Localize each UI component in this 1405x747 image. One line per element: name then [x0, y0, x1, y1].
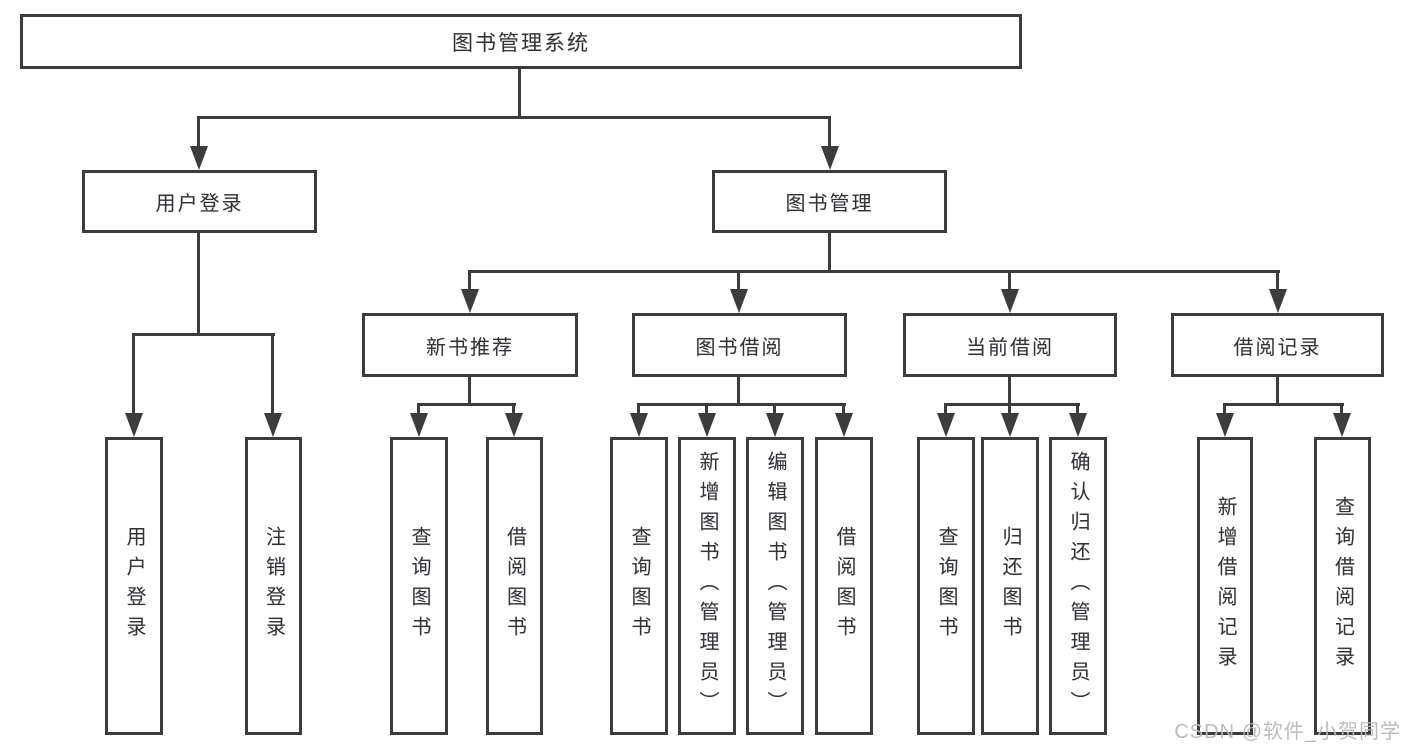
connector-line [512, 403, 515, 415]
connector-line [1276, 270, 1279, 292]
connector-line [828, 233, 831, 273]
leaf-user-login: 用户登录 [105, 437, 163, 735]
connector-line [197, 233, 200, 335]
connector-line [842, 403, 845, 415]
leaf-query-books-borrowing-label: 查询图书 [628, 526, 650, 646]
leaf-query-books-current-label: 查询图书 [935, 526, 957, 646]
connector-line [737, 377, 740, 406]
arrow-down-icon [1001, 289, 1019, 313]
leaf-logout: 注销登录 [245, 437, 302, 735]
connector-line [197, 116, 200, 150]
leaf-edit-books-admin: 编辑图书（管理员） [746, 437, 804, 735]
leaf-add-books-admin: 新增图书（管理员） [678, 437, 736, 735]
leaf-borrow-books-recommend-label: 借阅图书 [503, 526, 526, 646]
connector-line [132, 333, 135, 415]
connector-line [197, 116, 831, 119]
arrow-down-icon [1069, 413, 1087, 437]
node-new-book-recommend-label: 新书推荐 [426, 336, 514, 359]
node-borrowing-records: 借阅记录 [1171, 313, 1384, 377]
arrow-down-icon [1333, 413, 1351, 437]
leaf-confirm-return-admin-label: 确认归还（管理员） [1067, 451, 1089, 721]
leaf-add-borrow-record: 新增借阅记录 [1197, 437, 1253, 735]
connector-line [1340, 403, 1343, 415]
connector-line [637, 403, 846, 406]
arrow-down-icon [461, 289, 479, 313]
connector-line [417, 403, 420, 415]
connector-line [1008, 270, 1011, 292]
leaf-query-books-recommend-label: 查询图书 [408, 526, 430, 646]
connector-line [417, 403, 516, 406]
connector-line [468, 270, 1280, 273]
connector-line [944, 403, 947, 415]
connector-line [518, 69, 521, 118]
arrow-down-icon [766, 413, 784, 437]
leaf-query-borrow-record-label: 查询借阅记录 [1331, 496, 1354, 676]
connector-line [1223, 403, 1226, 415]
leaf-borrow-books: 借阅图书 [815, 437, 873, 735]
leaf-add-borrow-record-label: 新增借阅记录 [1214, 496, 1236, 676]
leaf-query-books-current: 查询图书 [917, 437, 975, 735]
leaf-query-borrow-record: 查询借阅记录 [1314, 437, 1371, 735]
arrow-down-icon [264, 413, 282, 437]
arrow-down-icon [1216, 413, 1234, 437]
node-new-book-recommend: 新书推荐 [362, 313, 578, 377]
connector-line [468, 377, 471, 406]
connector-line [828, 116, 831, 150]
connector-line [1276, 377, 1279, 406]
connector-line [132, 333, 275, 336]
connector-line [1008, 377, 1011, 406]
connector-line [773, 403, 776, 415]
node-user-login: 用户登录 [82, 170, 317, 233]
node-book-management: 图书管理 [712, 170, 947, 233]
arrow-down-icon [190, 146, 208, 170]
leaf-add-books-admin-label: 新增图书（管理员） [696, 451, 718, 721]
arrow-down-icon [410, 413, 428, 437]
csdn-watermark: CSDN @软件_小贺同学 [1174, 721, 1401, 743]
node-current-borrowing-label: 当前借阅 [966, 336, 1054, 359]
connector-line [637, 403, 640, 415]
node-library-system: 图书管理系统 [20, 14, 1022, 69]
arrow-down-icon [821, 146, 839, 170]
leaf-borrow-books-recommend: 借阅图书 [486, 437, 543, 735]
node-book-borrowing: 图书借阅 [632, 313, 847, 377]
connector-line [1076, 403, 1079, 415]
arrow-down-icon [730, 289, 748, 313]
node-user-login-label: 用户登录 [155, 193, 244, 215]
arrow-down-icon [937, 413, 955, 437]
node-book-borrowing-label: 图书借阅 [695, 336, 784, 359]
arrow-down-icon [698, 413, 716, 437]
connector-line [944, 403, 1080, 406]
connector-line [1223, 403, 1344, 406]
arrow-down-icon [505, 413, 523, 437]
leaf-query-books-recommend: 查询图书 [390, 437, 448, 735]
leaf-logout-label: 注销登录 [262, 526, 285, 646]
connector-line [271, 333, 274, 415]
leaf-return-books-label: 归还图书 [999, 526, 1021, 646]
connector-line [1008, 403, 1011, 415]
leaf-edit-books-admin-label: 编辑图书（管理员） [764, 451, 786, 721]
leaf-user-login-label: 用户登录 [123, 526, 145, 646]
arrow-down-icon [1001, 413, 1019, 437]
node-book-management-label: 图书管理 [785, 193, 874, 215]
arrow-down-icon [630, 413, 648, 437]
node-current-borrowing: 当前借阅 [903, 313, 1117, 377]
leaf-borrow-books-label: 借阅图书 [833, 526, 855, 646]
node-borrowing-records-label: 借阅记录 [1233, 336, 1322, 359]
connector-line [468, 270, 471, 292]
arrow-down-icon [1269, 289, 1287, 313]
leaf-confirm-return-admin: 确认归还（管理员） [1049, 437, 1107, 735]
leaf-query-books-borrowing: 查询图书 [610, 437, 668, 735]
leaf-return-books: 归还图书 [981, 437, 1039, 735]
arrow-down-icon [835, 413, 853, 437]
connector-line [705, 403, 708, 415]
arrow-down-icon [125, 413, 143, 437]
connector-line [737, 270, 740, 292]
node-library-system-label: 图书管理系统 [452, 31, 590, 55]
